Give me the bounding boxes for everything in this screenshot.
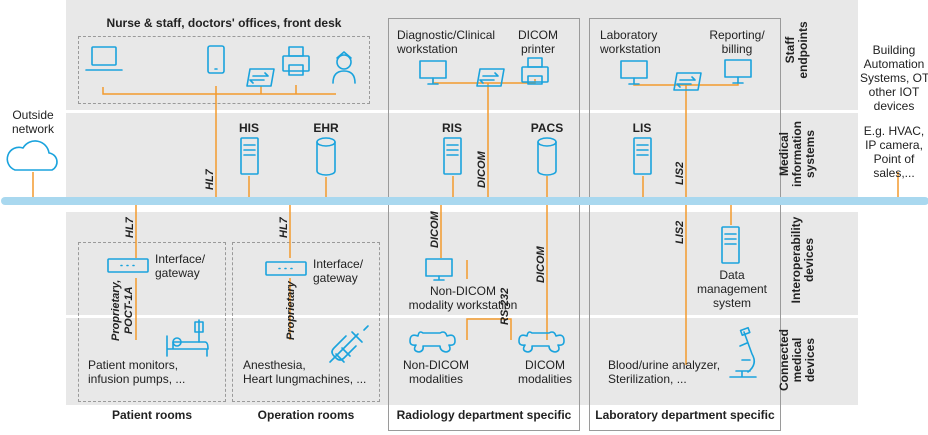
hospital-bed-icon [166,319,209,357]
ris-label: RIS [441,121,462,135]
gateway-icon [107,258,149,273]
nurse-staff-title: Nurse & staff, doctors' offices, front d… [106,16,342,30]
his-label: HIS [238,121,259,135]
lis2-label: LIS2 [674,220,686,244]
dicom-printer-label: DICOM printer [518,28,558,56]
switch-icon [246,68,275,87]
server-icon-his [240,137,259,175]
patient-monitors-label: Patient monitors, infusion pumps, ... [88,358,186,386]
monitor-icon [620,60,648,85]
connected-devices-row-label: Connected medical devices [777,329,817,392]
dicom-label: DICOM [476,151,488,188]
server-icon-ris [443,137,462,175]
diagnostic-workstation-label: Diagnostic/Clinical workstation [397,28,496,56]
radiology-title: Radiology department specific [396,408,572,422]
patient-rooms-box [78,242,226,402]
medical-info-row-label: Medical information systems [777,121,817,187]
monitor-icon [425,258,453,281]
monitor-icon [724,59,752,84]
hl7-label: HL7 [204,169,216,190]
interop-row-label: Interoperability devices [789,216,816,304]
data-management-label: Data management system [696,268,768,310]
server-icon-data-management [721,226,740,264]
nurse-staff-box [78,36,370,104]
printer-icon [282,46,310,76]
database-icon-ehr [316,137,336,176]
lis-label: LIS [632,121,652,135]
outside-network-label: Outside network [11,108,55,136]
reporting-billing-label: Reporting/ billing [709,28,765,56]
rs232-label: RS-232 [499,287,511,325]
tablet-icon [207,45,225,74]
anesthesia-label: Anesthesia, Heart lungmachines, ... [243,358,367,386]
database-icon-pacs [537,137,557,176]
laboratory-title: Laboratory department specific [595,408,775,422]
building-example-label: E.g. HVAC, IP camera, Point of sales,... [863,124,925,180]
radiology-box [388,18,580,431]
dicom-label: DICOM [535,246,547,283]
bone-icon [518,331,565,353]
dicom-label: DICOM [429,211,441,248]
patient-rooms-title: Patient rooms [111,408,192,422]
proprietary-poct-label: Proprietary, POCT-1A [110,279,135,341]
cloud-icon [6,140,58,171]
nurse-icon [332,51,356,84]
server-icon-lis [633,137,652,175]
blood-analyzer-label: Blood/urine analyzer, Sterilization, ... [608,358,721,386]
proprietary-label: Proprietary [285,281,297,340]
switch-icon [476,68,505,87]
operation-rooms-title: Operation rooms [257,408,355,422]
ehr-label: EHR [313,121,339,135]
dicom-modalities-label: DICOM modalities [517,358,573,386]
laboratory-box [589,18,781,431]
non-dicom-workstation-label: Non-DICOM modality workstation [408,284,518,312]
microscope-icon [729,326,757,378]
lis2-label: LIS2 [674,161,686,185]
icons [6,45,757,378]
printer-icon [521,57,549,85]
switch-icon [673,72,702,91]
interface-gateway-label: Interface/ gateway [313,257,364,285]
building-automation-label: Building Automation Systems, OT other IO… [860,43,928,113]
hl7-label: HL7 [124,217,136,238]
medical-band [66,113,858,203]
interface-gateway-label: Interface/ gateway [155,252,206,280]
monitor-icon [419,60,447,85]
staff-endpoints-row-label: Staff endpoints [783,21,810,79]
operation-rooms-box [232,242,380,402]
hl7-label: HL7 [278,217,290,238]
pacs-label: PACS [530,121,564,135]
bone-icon [409,331,456,353]
syringe-icon [329,325,369,363]
lab-workstation-label: Laboratory workstation [600,28,661,56]
laptop-icon [85,46,123,71]
non-dicom-modalities-label: Non-DICOM modalities [402,358,469,386]
gateway-icon [265,261,307,276]
